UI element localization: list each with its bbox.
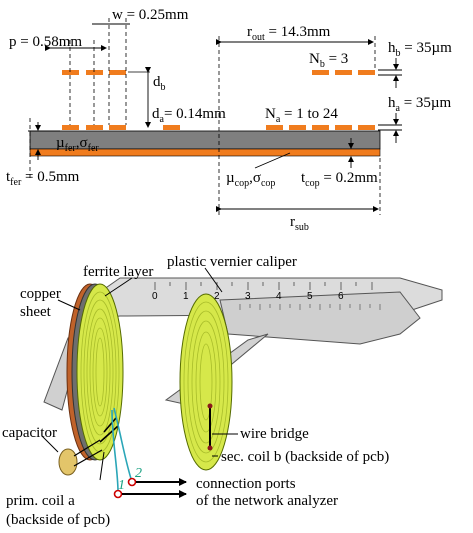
ferrite-layer-label: ferrite layer — [83, 264, 153, 280]
sec-coil-label: sec. coil b (backside of pcb) — [221, 449, 389, 465]
hb-dim — [378, 58, 402, 88]
rsub-label: rsub — [290, 214, 309, 233]
scale-tick-1: 1 — [183, 291, 189, 302]
nb-label: Nb = 3 — [309, 51, 348, 70]
cable-port-2 — [113, 407, 133, 483]
copper-layer-bar — [29, 148, 381, 157]
scale-tick-4: 4 — [276, 291, 282, 302]
prim-coil-label: prim. coil a — [6, 493, 75, 509]
port-2-label: 2 — [135, 466, 142, 481]
cable-port-1 — [111, 409, 119, 493]
scale-tick-6: 6 — [338, 291, 344, 302]
capacitor-body — [58, 448, 78, 476]
na-label: Na = 1 to 24 — [265, 106, 338, 125]
ha-dim — [378, 113, 402, 143]
rout-label: rout = 14.3mm — [247, 24, 331, 43]
cross-section: p = 0.58mm w = 0.25mm db da= 0.14mm rout… — [6, 7, 452, 233]
mu-cop-leader — [254, 152, 291, 169]
tfer-dim — [28, 122, 60, 160]
plastic-caliper-label: plastic vernier caliper — [167, 254, 297, 270]
setup-labels: ferrite layer plastic vernier caliper co… — [2, 254, 389, 528]
tcop-label: tcop = 0.2mm — [301, 170, 378, 189]
prim-coil-note: (backside of pcb) — [6, 512, 110, 528]
tfer-label: tfer = 0.5mm — [6, 169, 80, 188]
pitch-label: p = 0.58mm — [9, 34, 82, 50]
port-2-marker — [127, 477, 137, 487]
capacitor-label: capacitor — [2, 425, 57, 441]
scale-tick-5: 5 — [307, 291, 313, 302]
secondary-coil-disc — [179, 293, 233, 471]
scale-tick-2: 2 — [214, 291, 220, 302]
connection-ports-label: connection ports — [196, 476, 296, 492]
leader-lines — [41, 267, 238, 481]
scale-tick-0: 0 — [152, 291, 158, 302]
conductor-row-a — [62, 125, 375, 130]
port-1-marker — [113, 489, 123, 499]
setup-illustration: 0 1 2 3 4 5 6 — [41, 267, 443, 499]
dashed-guides — [29, 18, 381, 215]
port-1-label: 1 — [118, 478, 125, 493]
mu-cop-label: µcop,σcop — [226, 170, 275, 189]
bridge-pad-bottom — [207, 445, 213, 451]
width-label: w = 0.25mm — [112, 7, 189, 23]
network-analyzer-label: of the network analyzer — [196, 493, 338, 509]
secondary-coil-windings — [183, 301, 229, 463]
ha-label: ha = 35µm — [388, 95, 452, 114]
capacitor-leads — [73, 439, 103, 467]
conductor-row-b — [62, 70, 375, 75]
copper-label: copper — [20, 286, 61, 302]
hb-label: hb = 35µm — [388, 40, 452, 59]
db-label: db — [153, 74, 166, 93]
da-label: da= 0.14mm — [152, 106, 226, 125]
vernier-scale — [239, 304, 381, 310]
primary-coil-windings — [80, 291, 120, 453]
caliper-scale — [154, 282, 373, 290]
bridge-pad-top — [207, 403, 213, 409]
wire-bridge-label: wire bridge — [240, 426, 309, 442]
mu-fer-label: µfer,σfer — [56, 135, 99, 154]
sheet-label: sheet — [20, 304, 52, 320]
scale-tick-3: 3 — [245, 291, 251, 302]
primary-coil-wires — [99, 417, 119, 443]
